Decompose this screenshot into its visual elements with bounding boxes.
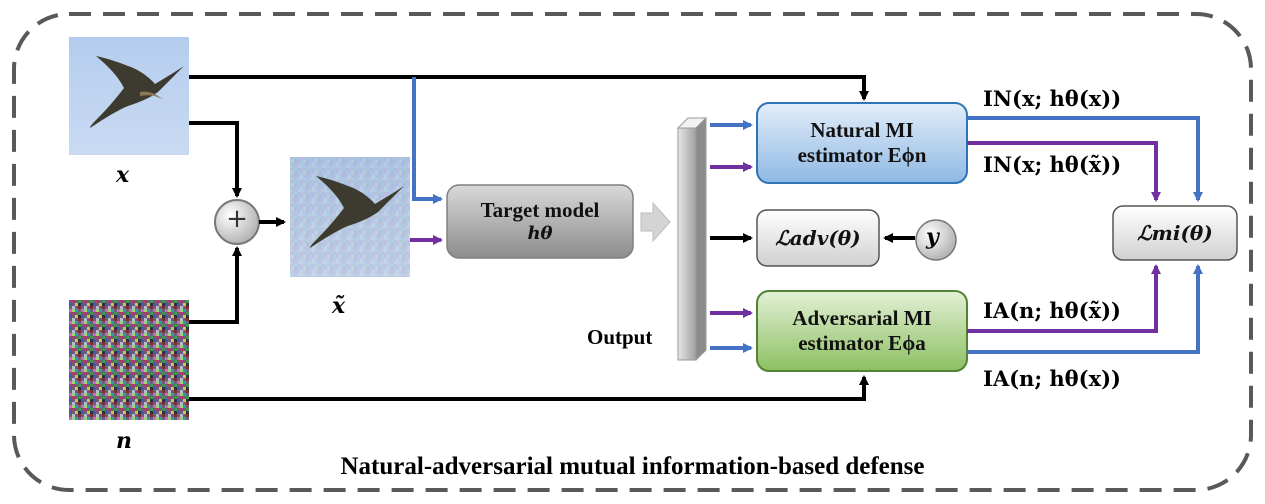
target-model-symbol: hθ xyxy=(527,223,553,245)
l-mi-text: ℒmi(θ) xyxy=(1137,221,1213,245)
purple-arrows xyxy=(410,141,1161,333)
adversarial-image xyxy=(290,157,410,277)
natural-mi-title: Natural MI xyxy=(810,117,914,142)
noise-image xyxy=(69,300,189,420)
model-to-output-arrow xyxy=(640,201,671,243)
label-y: y xyxy=(926,224,939,250)
label-x-adv: x̃ xyxy=(332,293,346,319)
clean-image xyxy=(69,37,189,155)
eq-in-clean: IN(x; hθ(x)) xyxy=(983,86,1122,111)
adversarial-mi-text: Adversarial MI estimator Eϕa xyxy=(757,291,967,371)
adversarial-mi-subtitle: estimator Eϕa xyxy=(798,331,926,355)
output-label: Output xyxy=(587,325,653,349)
l-adv-text: ℒadv(θ) xyxy=(775,226,861,250)
eq-ia-clean: IA(n; hθ(x)) xyxy=(983,366,1121,391)
l-mi-box xyxy=(1112,205,1238,261)
plus-symbol: + xyxy=(226,204,248,234)
target-model-title: Target model xyxy=(480,198,600,223)
l-adv-box xyxy=(756,209,880,267)
label-y-node xyxy=(915,219,957,261)
target-model-text: Target model hθ xyxy=(447,185,633,258)
natural-mi-subtitle: estimator Eϕn xyxy=(797,143,927,167)
eq-ia-adv: IA(n; hθ(x̃)) xyxy=(983,298,1121,323)
natural-mi-text: Natural MI estimator Eϕn xyxy=(757,103,967,183)
adversarial-mi-title: Adversarial MI xyxy=(792,305,932,330)
dashed-border xyxy=(12,12,1253,492)
label-x: x xyxy=(116,162,130,188)
blue-arrows xyxy=(412,77,1203,354)
label-n: n xyxy=(116,428,132,454)
target-model-box xyxy=(446,184,634,259)
figure-title: Natural-adversarial mutual information-b… xyxy=(340,453,925,480)
eq-in-adv: IN(x; hθ(x̃)) xyxy=(983,152,1122,177)
